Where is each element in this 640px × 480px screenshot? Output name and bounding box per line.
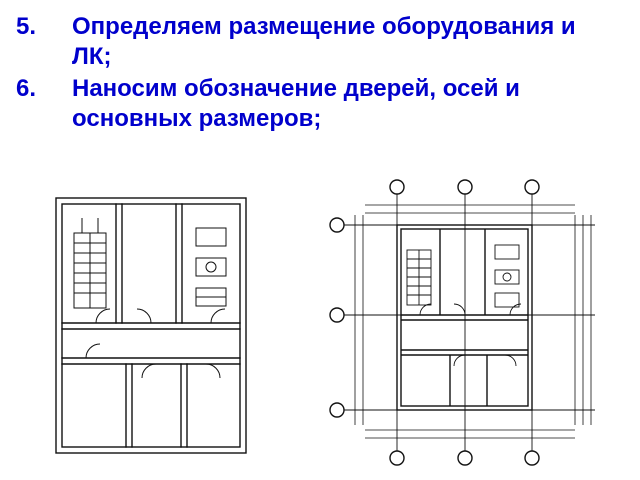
dimension-lines (354, 204, 592, 439)
sanitary-equipment-icon (494, 244, 520, 308)
step-5: 5. Определяем размещение оборудования и … (16, 12, 616, 72)
staircase-icon (406, 249, 432, 306)
axis-markers (329, 179, 540, 466)
step-6-text: Наносим обозначение дверей, осей и основ… (72, 75, 520, 132)
step-6-number: 6. (16, 75, 37, 102)
step-5-text: Определяем размещение оборудования и ЛК; (72, 13, 576, 70)
step-5-number: 5. (16, 13, 37, 40)
floor-plan-equipment (55, 197, 247, 454)
step-6: 6. Наносим обозначение дверей, осей и ос… (16, 74, 616, 134)
instruction-list: 5. Определяем размещение оборудования и … (16, 12, 616, 136)
staircase-icon (73, 218, 107, 309)
sanitary-equipment-icon (195, 227, 227, 307)
floor-plan-axes-dimensions (329, 179, 595, 466)
